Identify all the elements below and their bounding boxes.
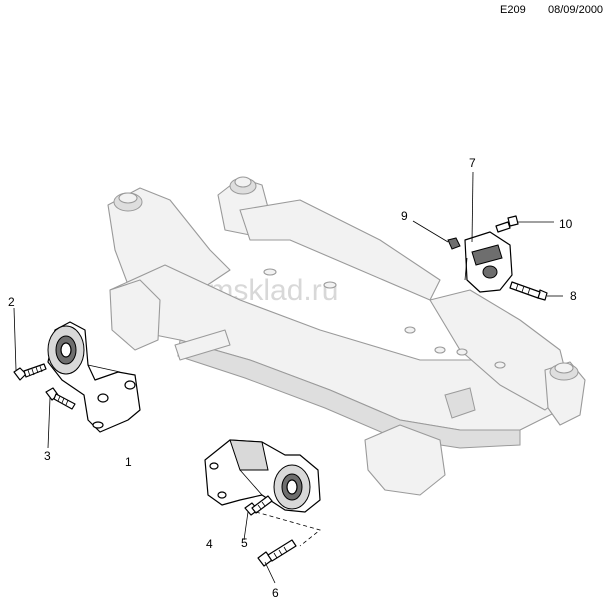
bolt-part-10 <box>495 215 554 233</box>
callout-10: 10 <box>559 217 573 231</box>
mount-part-1 <box>47 321 141 433</box>
subframe <box>107 176 586 496</box>
bolt-part-6 <box>257 539 297 584</box>
callout-6: 6 <box>272 586 279 600</box>
callout-4: 4 <box>206 537 213 551</box>
bolt-part-5 <box>243 495 273 541</box>
diagram-code: E209 <box>500 4 526 16</box>
mount-part-4 <box>204 439 321 513</box>
diagram-date: 08/09/2000 <box>548 4 604 16</box>
callout-1: 1 <box>125 455 132 469</box>
callout-3: 3 <box>44 449 51 463</box>
callout-8: 8 <box>570 289 577 303</box>
callout-7: 7 <box>469 156 476 170</box>
bolt-part-3 <box>45 387 76 449</box>
mount-part-7 <box>464 171 513 293</box>
callout-5: 5 <box>241 536 248 550</box>
callout-2: 2 <box>8 295 15 309</box>
callout-9: 9 <box>401 209 408 223</box>
bolt-part-2 <box>13 307 47 381</box>
nut-part-9 <box>412 220 461 250</box>
assembly-guide-line <box>255 511 321 547</box>
bolt-part-8 <box>509 281 563 301</box>
